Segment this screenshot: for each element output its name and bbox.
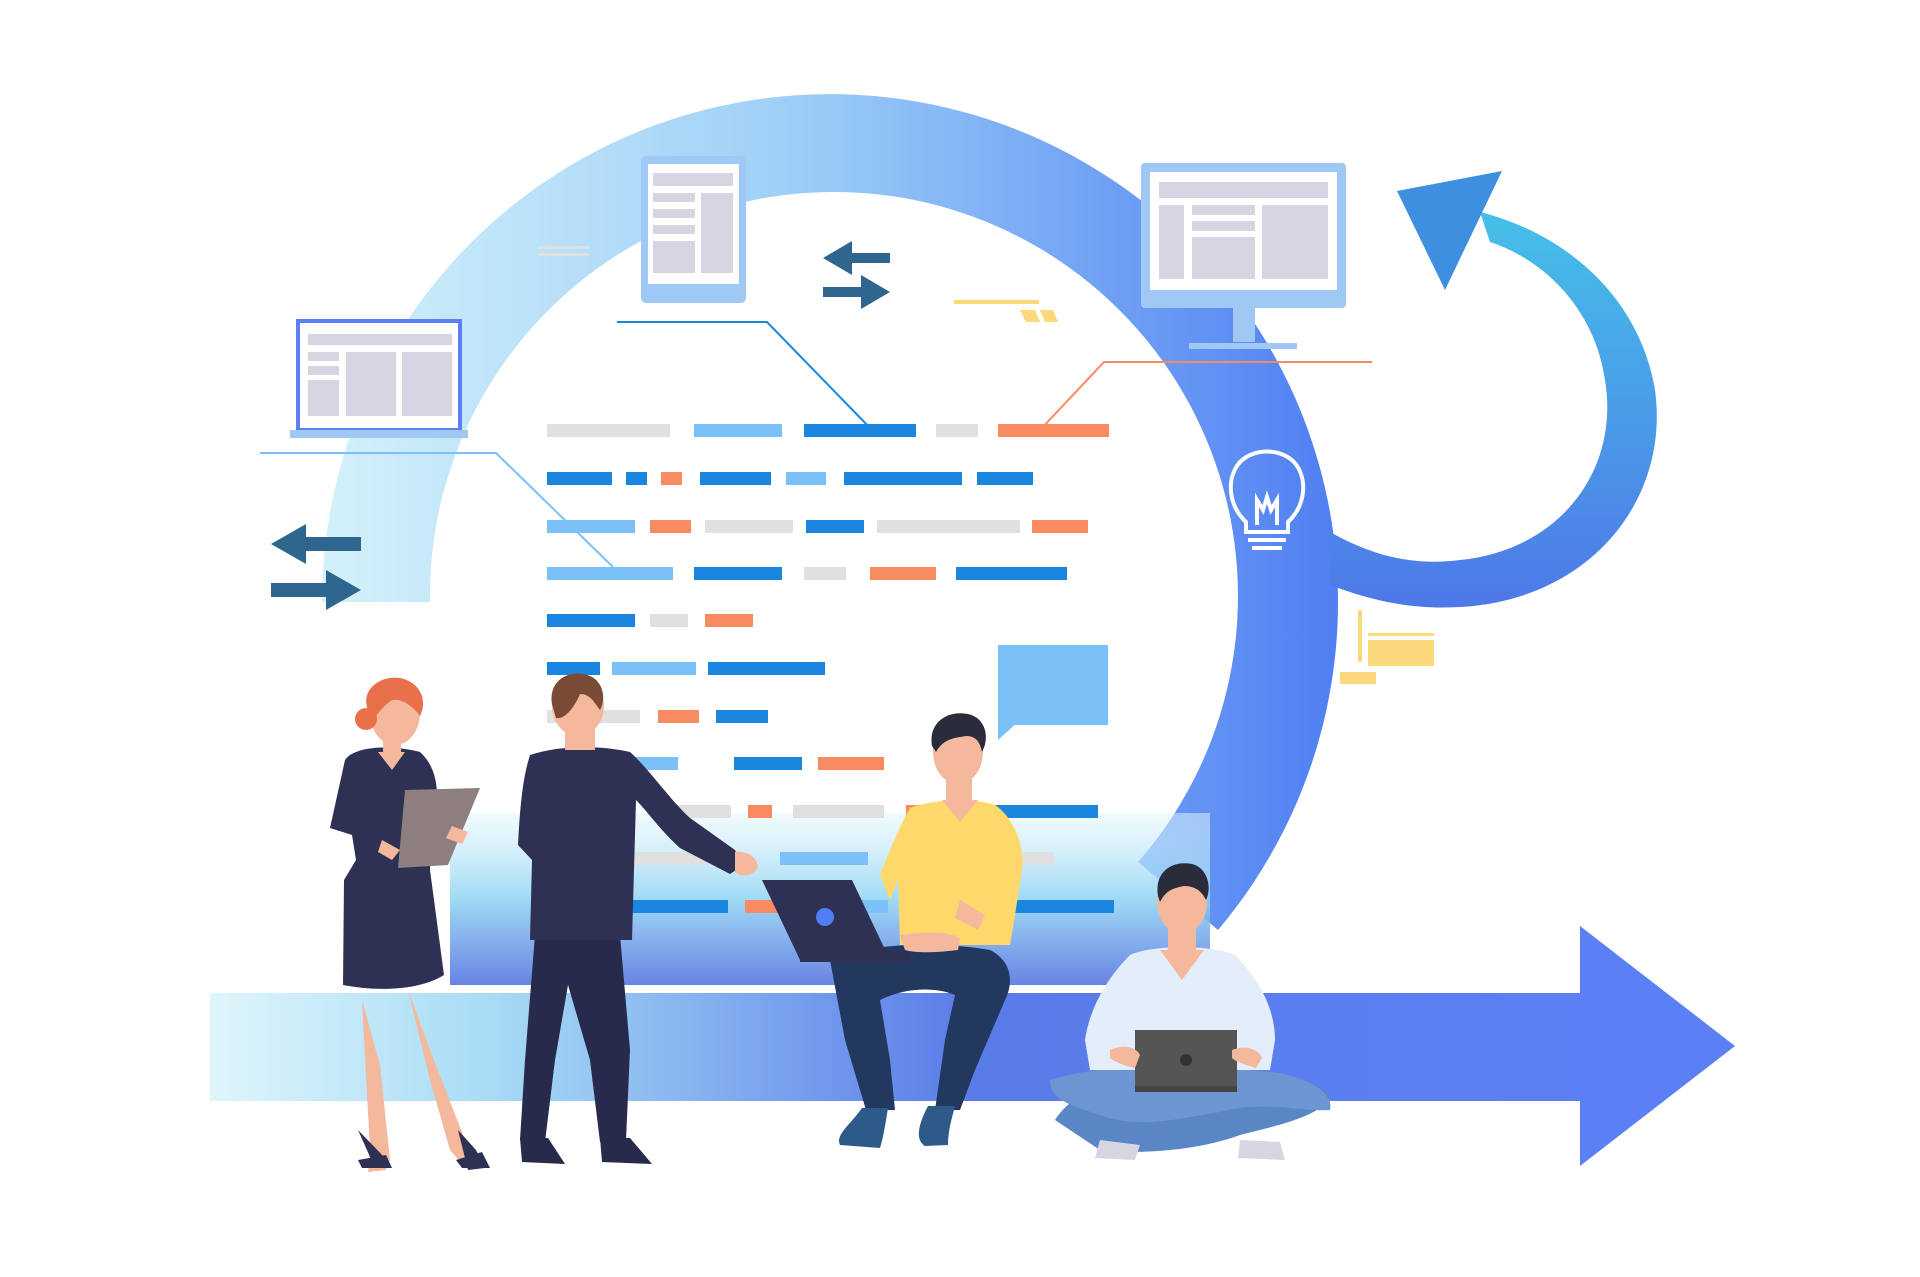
laptop-icon [762, 880, 910, 962]
cycle-arrow-icon [322, 94, 1339, 930]
man-with-laptop-sitting [762, 713, 1023, 1148]
speech-bubble-icon [998, 645, 1108, 740]
lightbulb-icon [1228, 449, 1306, 550]
man-in-suit-pointing [518, 673, 758, 1164]
laptop-icon [290, 319, 468, 438]
monitor-icon [1141, 163, 1346, 349]
exchange-arrows-icon [823, 241, 890, 309]
laptop-icon [1135, 1030, 1237, 1092]
decorative-dashes [538, 246, 1434, 684]
woman-with-tablet [330, 677, 490, 1172]
tablet-icon [641, 156, 746, 303]
man-cross-legged-with-laptop [1050, 863, 1331, 1160]
exchange-arrows-icon [271, 524, 361, 610]
tablet-icon [398, 788, 480, 868]
connector-lines [260, 321, 1372, 568]
iteration-arrow [1330, 171, 1657, 608]
